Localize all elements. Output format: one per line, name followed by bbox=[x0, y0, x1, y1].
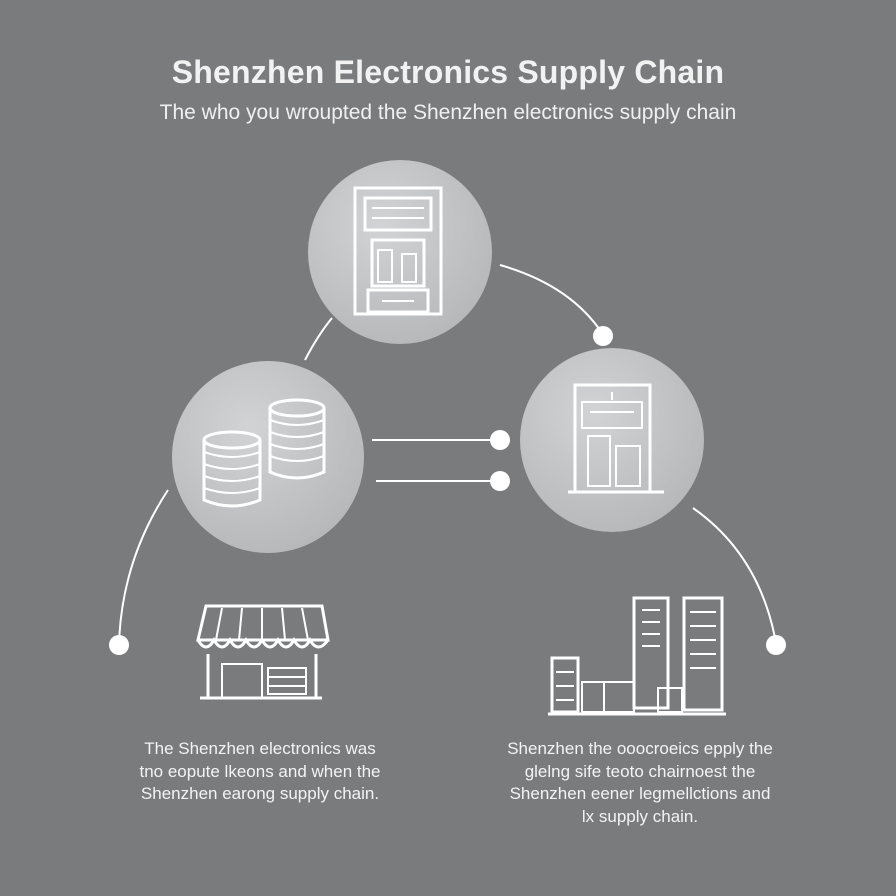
assembly-building-icon bbox=[568, 383, 664, 494]
components-node bbox=[172, 361, 364, 553]
page-subtitle: The who you wroupted the Shenzhen electr… bbox=[159, 101, 737, 124]
connector-lines bbox=[118, 264, 777, 644]
connector-dot bbox=[490, 430, 510, 450]
connector-left-to-retail bbox=[118, 489, 169, 644]
storefront-icon bbox=[196, 604, 330, 700]
connector-right-to-warehouse bbox=[692, 507, 777, 644]
caption-right-line: lx supply chain. bbox=[581, 806, 699, 826]
connector-left-to-top bbox=[304, 317, 333, 361]
caption-left-line: Shenzhen earong supply chain. bbox=[140, 784, 380, 803]
caption-right-line: Shenzhen the ooocroeics epply the bbox=[507, 739, 773, 758]
warehouse-racks-icon bbox=[548, 596, 726, 716]
connector-dot bbox=[109, 635, 129, 655]
caption-right-line: glelng sife teoto chairnoest the bbox=[524, 761, 756, 781]
connector-dots bbox=[109, 326, 786, 655]
factory-node bbox=[308, 160, 492, 344]
caption-right-line: Shenzhen eener legmellctions and bbox=[509, 784, 771, 803]
caption-right: Shenzhen the ooocroeics epply the glelng… bbox=[470, 738, 810, 828]
assembly-node bbox=[520, 348, 704, 532]
factory-icon bbox=[353, 186, 443, 316]
component-reels-icon bbox=[202, 398, 326, 508]
connector-top-to-right bbox=[499, 264, 603, 334]
connector-dot bbox=[593, 326, 613, 346]
connector-dot bbox=[490, 471, 510, 491]
connector-dot bbox=[766, 635, 786, 655]
caption-left-line: tno eopute lkeons and when the bbox=[139, 761, 381, 781]
caption-left-line: The Shenzhen electronics was bbox=[144, 739, 376, 758]
caption-left: The Shenzhen electronics was tno eopute … bbox=[100, 738, 420, 806]
page-title: Shenzhen Electronics Supply Chain bbox=[171, 54, 725, 90]
